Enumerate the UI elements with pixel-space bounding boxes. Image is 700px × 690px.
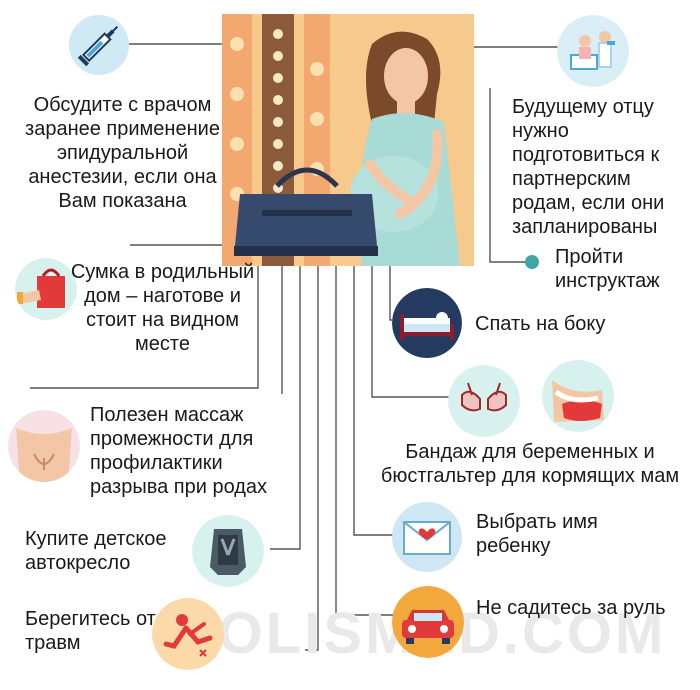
hero-illustration: [222, 14, 474, 266]
bra-icon: [448, 365, 520, 437]
perineum-massage-icon: [8, 410, 80, 482]
driving-text: Не садитесь за руль: [476, 597, 666, 619]
car-icon: [392, 586, 464, 658]
pregnant-woman-with-bag-illustration: [222, 14, 474, 266]
car-seat-icon: [192, 515, 264, 587]
massage-text: Полезен массаж промежности для профилакт…: [90, 404, 268, 498]
doctor-couple-icon: [557, 15, 629, 87]
falling-person-icon: [152, 598, 224, 670]
bag-text: Сумка в родильный дом – наготове и стоит…: [70, 261, 255, 355]
carseat-text: Купите детское автокресло: [25, 528, 167, 574]
syringe-icon: [69, 15, 129, 75]
bullet-dot: [525, 255, 539, 269]
bandage-text: Бандаж для беременных и бюстгальтер для …: [380, 441, 680, 487]
name-text: Выбрать имя ребенку: [476, 511, 598, 557]
shopping-bag-hand-icon: [15, 258, 77, 320]
injury-text: Берегитесь от травм: [25, 608, 156, 654]
father-text: Будущему отцу нужно подготовиться к парт…: [512, 96, 665, 238]
sleep-text: Спать на боку: [475, 313, 606, 335]
briefing-text: Пройти инструктаж: [555, 246, 660, 292]
heart-envelope-icon: [392, 502, 462, 572]
epidural-text: Обсудите с врачом заранее применение эпи…: [25, 94, 220, 212]
belly-bandage-icon: [542, 360, 614, 432]
bed-side-sleep-icon: [392, 288, 462, 358]
